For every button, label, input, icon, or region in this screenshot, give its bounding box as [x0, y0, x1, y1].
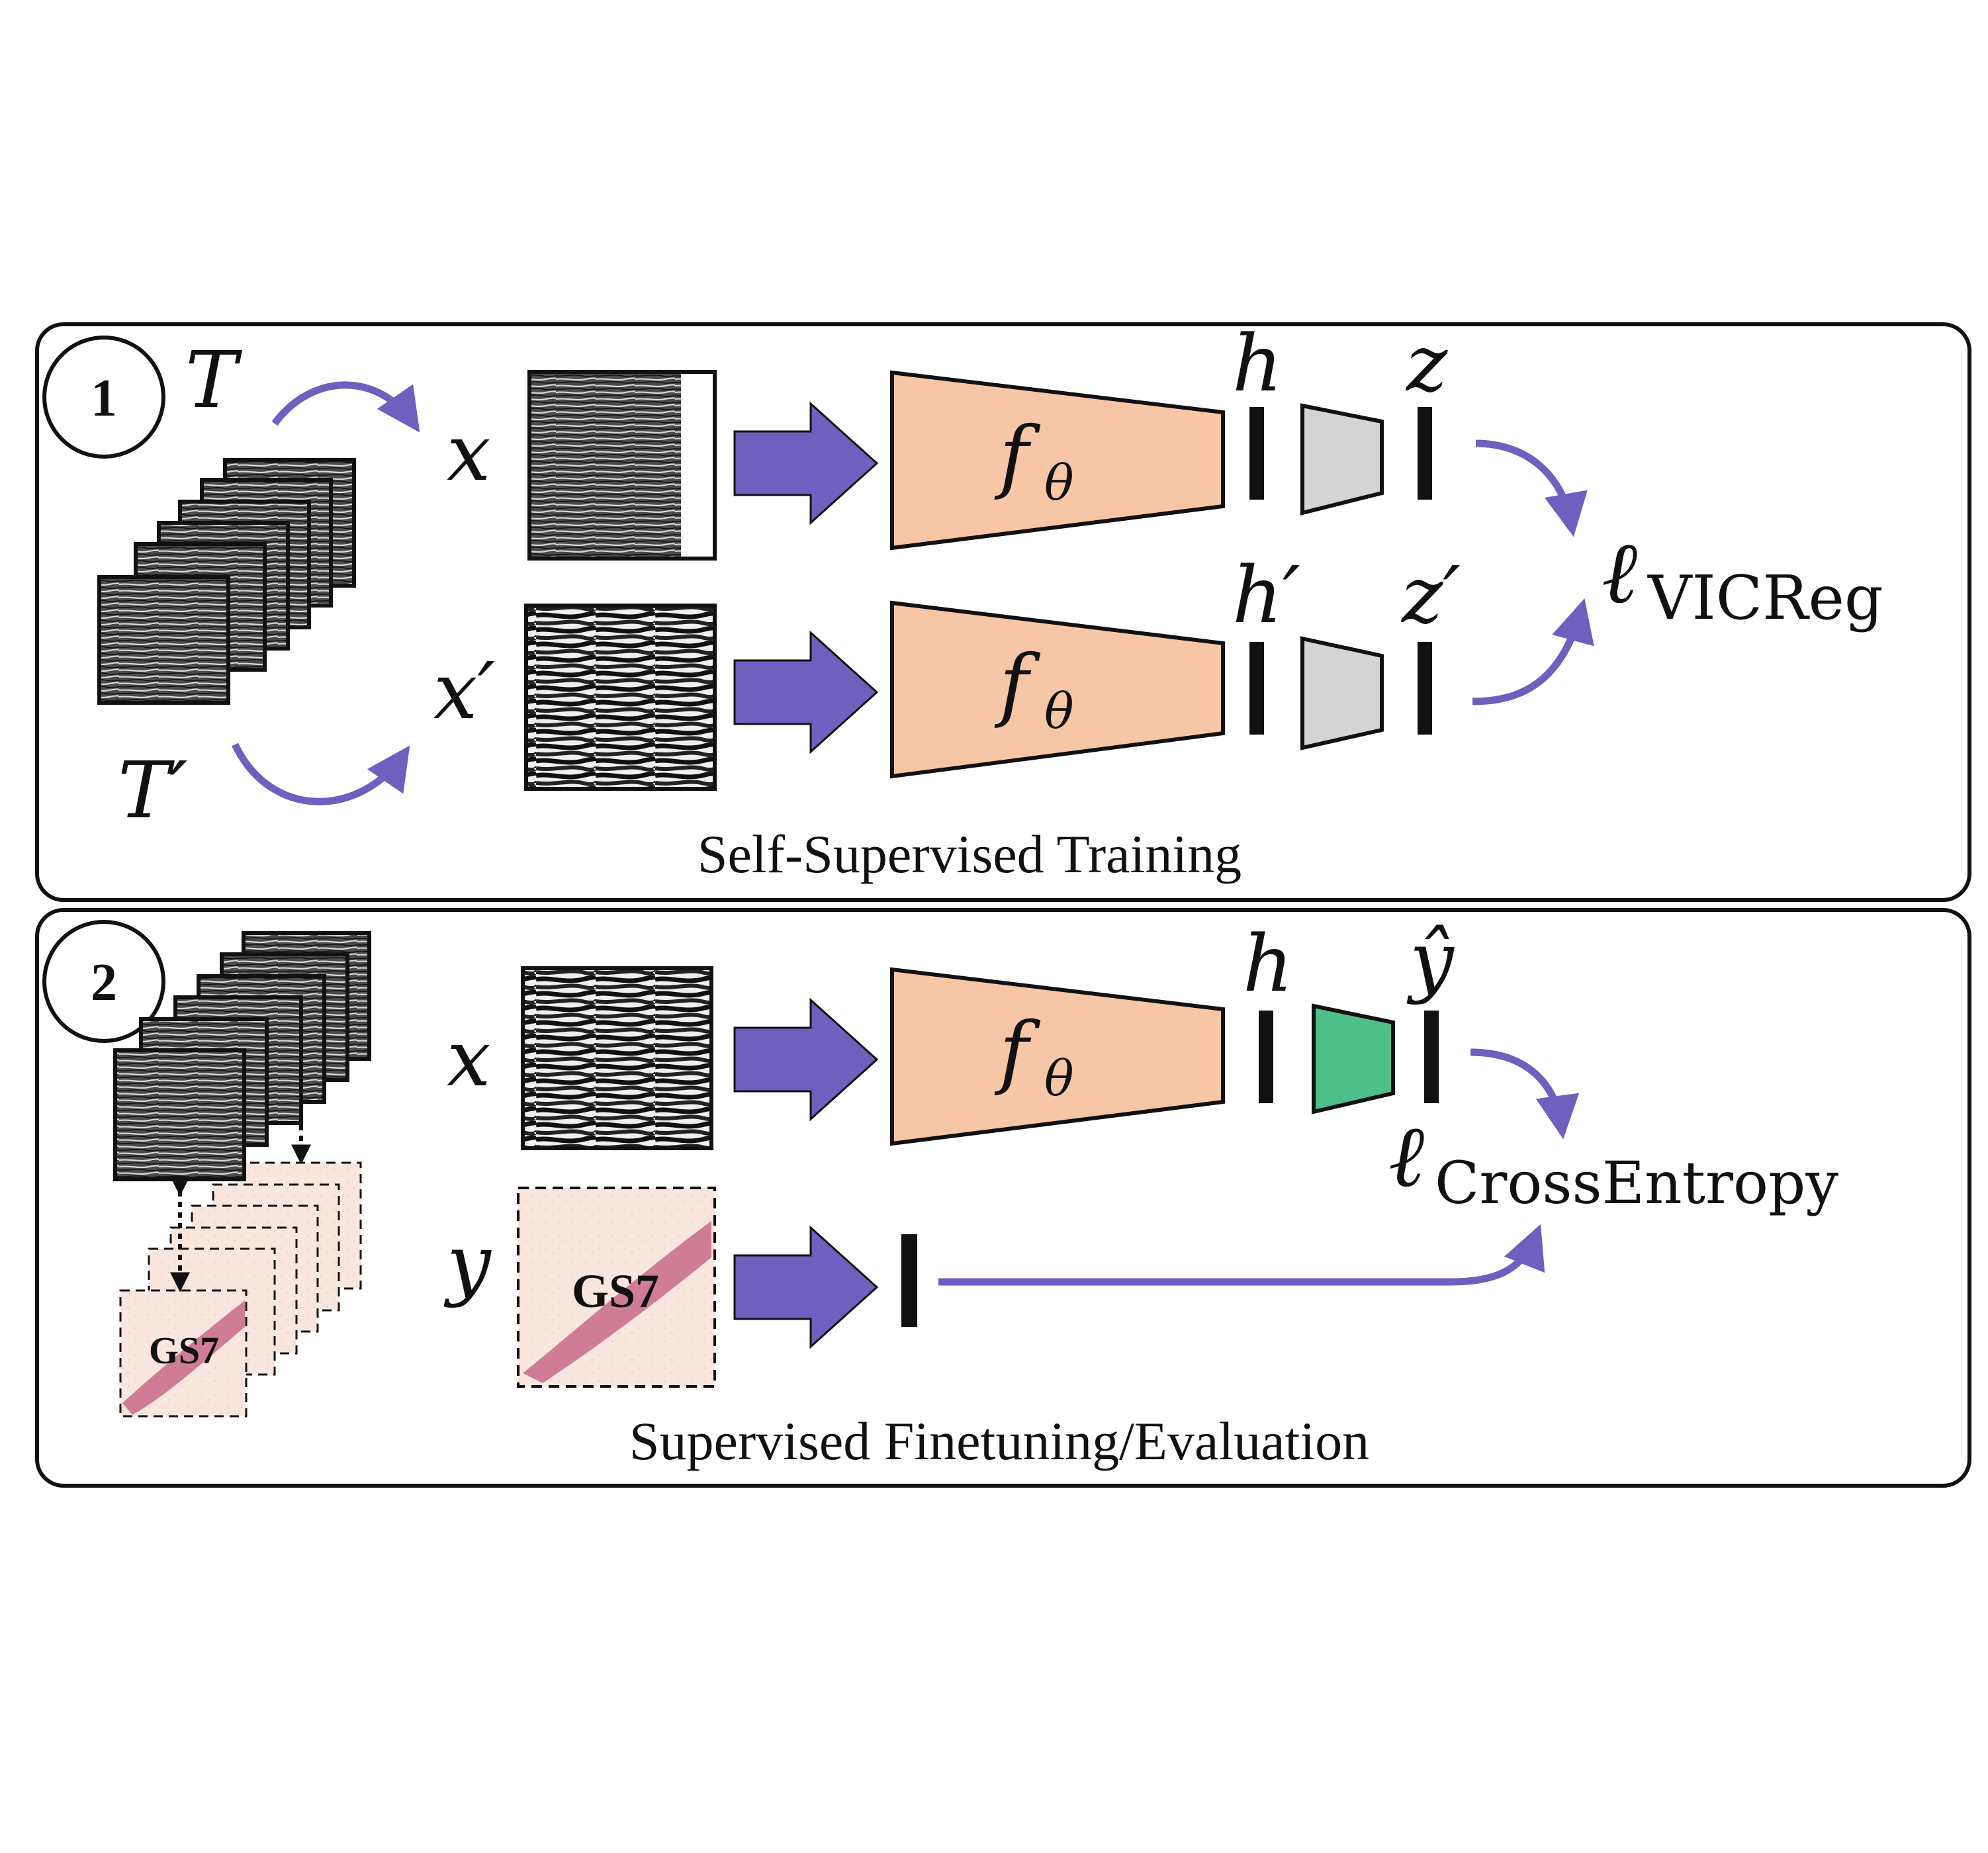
loss-cross-entropy: ℓ CrossEntropy: [1388, 1106, 1838, 1217]
embedding-z-bar: [1418, 407, 1432, 500]
step-badge-2: 2: [42, 920, 165, 1043]
encoder-top: f θ: [890, 370, 1225, 551]
input-arrow-x: [733, 997, 879, 1122]
transform-arrow-top: [271, 381, 420, 433]
view-x-prime-image: [524, 604, 717, 791]
badge-number: 1: [91, 369, 117, 428]
target-bar: [901, 1234, 917, 1327]
encoder-subscript: θ: [1044, 683, 1074, 740]
view-x-label: x: [447, 407, 491, 498]
panel-2-caption: Supervised Finetuning/Evaluation: [629, 1411, 1369, 1471]
target-to-loss-arrow: [938, 1224, 1545, 1286]
encoder-subscript: θ: [1044, 455, 1074, 512]
classifier-head: [1312, 1003, 1395, 1114]
loss-arrow-top: [1475, 439, 1588, 537]
ultrasound-stack: [97, 458, 356, 705]
transform-t-label: T: [185, 334, 242, 426]
encoder-supervised: f θ: [890, 967, 1225, 1146]
stack-gs-label: GS7: [149, 1329, 219, 1372]
prediction-bar: [1424, 1011, 1439, 1103]
transform-t-prime-label: T′: [118, 745, 188, 836]
target-histology-image: GS7: [517, 1187, 716, 1388]
transform-arrow-bottom: [232, 743, 410, 805]
rep-h-label: h: [1243, 918, 1293, 1009]
loss-subscript: CrossEntropy: [1435, 1149, 1838, 1217]
projector-top: [1300, 403, 1384, 516]
step-badge-1: 1: [42, 336, 165, 459]
ultrasound-stack-2: [113, 931, 371, 1181]
panel-1-frame: [35, 322, 1971, 902]
rep-h-prime-label: h′: [1232, 549, 1300, 641]
input-x-image: [521, 966, 713, 1150]
emb-z-label: z: [1405, 318, 1448, 409]
target-gs-label: GS7: [572, 1265, 659, 1318]
target-y-label: y: [443, 1218, 492, 1309]
loss-symbol: ℓ: [1388, 1106, 1424, 1206]
emb-z-prime-label: z′: [1400, 549, 1461, 641]
view-x-image: [527, 370, 717, 561]
input-arrow-y: [733, 1225, 879, 1349]
rep-h-label: h: [1232, 318, 1283, 409]
representation-h-bar-2: [1259, 1011, 1273, 1103]
loss-vicreg: ℓ VICReg: [1602, 522, 1883, 633]
loss-subscript: VICReg: [1647, 563, 1883, 633]
panel-self-supervised: 1 T T′ x x′ f: [35, 318, 1971, 902]
representation-h-prime-bar: [1249, 642, 1264, 735]
badge-number: 2: [91, 954, 117, 1012]
loss-arrow-bottom: [1472, 598, 1594, 705]
encoder-subscript: θ: [1044, 1050, 1074, 1107]
encoder-bottom: f θ: [890, 600, 1225, 779]
input-x-label: x: [447, 1013, 491, 1104]
histology-front: GS7: [119, 1289, 248, 1418]
view-x-prime-label: x′: [433, 645, 496, 737]
panel-2-frame: [35, 908, 1971, 1488]
panel-supervised: 2 GS7 x y: [35, 908, 1971, 1488]
histology-stack: GS7: [119, 1161, 362, 1418]
pred-y-hat-label: ŷ: [1406, 915, 1455, 1006]
projector-bottom: [1300, 636, 1384, 750]
input-arrow-top: [733, 401, 879, 525]
representation-h-bar: [1249, 407, 1264, 500]
loss-symbol: ℓ: [1602, 522, 1637, 623]
pred-to-loss-arrow: [1470, 1048, 1580, 1140]
panel-1-caption: Self-Supervised Training: [698, 824, 1242, 884]
embedding-z-prime-bar: [1418, 642, 1432, 735]
input-arrow-bottom: [733, 630, 879, 754]
